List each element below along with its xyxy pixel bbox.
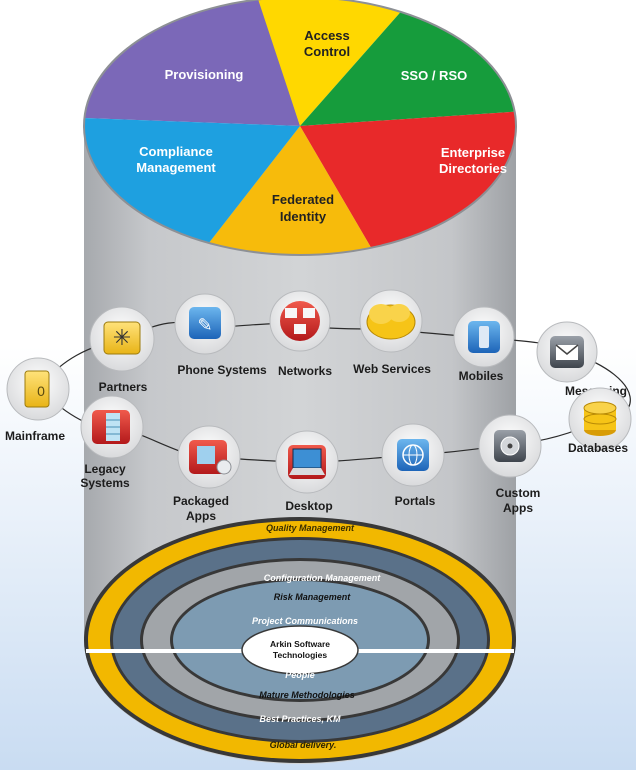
label-compliance-1: Compliance: [139, 144, 213, 159]
label-methodologies: Mature Methodologies: [259, 690, 355, 700]
node-messaging[interactable]: [536, 321, 598, 383]
svg-text:0: 0: [37, 383, 45, 399]
base-rings: [84, 517, 516, 763]
node-mainframe[interactable]: 0: [6, 357, 70, 421]
node-mobiles[interactable]: [453, 306, 515, 368]
node-networks[interactable]: [269, 290, 331, 352]
label-configuration: Configuration Management: [264, 573, 382, 583]
label-mobiles: Mobiles: [459, 369, 504, 383]
pie-slice-access-control: [255, 0, 420, 126]
networks-icon: [280, 301, 320, 341]
label-risk: Risk Management: [274, 592, 352, 602]
label-federated-2: Identity: [280, 209, 327, 224]
node-legacy-systems[interactable]: [80, 395, 144, 459]
label-people: People: [285, 670, 315, 680]
label-desktop: Desktop: [285, 499, 332, 513]
label-legacy-1: Legacy: [84, 462, 126, 476]
partners-icon: [103, 321, 141, 355]
label-databases: Databases: [568, 441, 628, 455]
node-portals[interactable]: [381, 423, 445, 487]
label-access-control-2: Control: [304, 44, 350, 59]
label-global-delivery: Global delivery.: [270, 740, 337, 750]
node-custom-apps[interactable]: [478, 414, 542, 478]
label-enterprise-1: Enterprise: [441, 145, 505, 160]
label-custom-2: Apps: [503, 501, 533, 515]
label-networks: Networks: [278, 364, 332, 378]
label-phone-systems: Phone Systems: [177, 363, 267, 377]
node-desktop[interactable]: [275, 430, 339, 494]
label-best-practices: Best Practices, KM: [259, 714, 341, 724]
label-custom-1: Custom: [496, 486, 541, 500]
pie-slice-federated: [180, 126, 390, 255]
label-packaged-2: Apps: [186, 509, 216, 523]
label-legacy-2: Systems: [80, 476, 130, 490]
node-web-services[interactable]: [359, 289, 423, 353]
label-packaged-1: Packaged: [173, 494, 229, 508]
node-phone-systems[interactable]: ✎: [174, 293, 236, 355]
label-enterprise-2: Directories: [439, 161, 507, 176]
ring-center: [241, 625, 359, 675]
label-sso-rso: SSO / RSO: [401, 68, 467, 83]
phone-systems-icon: [189, 307, 221, 339]
pie-rim: [83, 0, 517, 256]
label-center-2: Technologies: [273, 650, 327, 660]
node-databases[interactable]: [568, 387, 632, 451]
svg-text:✎: ✎: [197, 315, 212, 335]
node-packaged-apps[interactable]: [177, 425, 241, 489]
label-portals: Portals: [395, 494, 436, 508]
label-quality-management: Quality Management: [266, 523, 355, 533]
label-federated-1: Federated: [272, 192, 334, 207]
label-project: Project Communications: [252, 616, 358, 626]
label-provisioning: Provisioning: [165, 67, 244, 82]
mainframe-icon: [24, 370, 50, 408]
label-web-services: Web Services: [353, 362, 431, 376]
label-mainframe: Mainframe: [5, 429, 65, 443]
svg-text:✳: ✳: [113, 325, 131, 350]
label-center-1: Arkin Software: [270, 639, 330, 649]
label-access-control-1: Access: [304, 28, 350, 43]
label-compliance-2: Management: [136, 160, 216, 175]
label-partners: Partners: [99, 380, 148, 394]
node-partners[interactable]: ✳: [89, 306, 155, 372]
